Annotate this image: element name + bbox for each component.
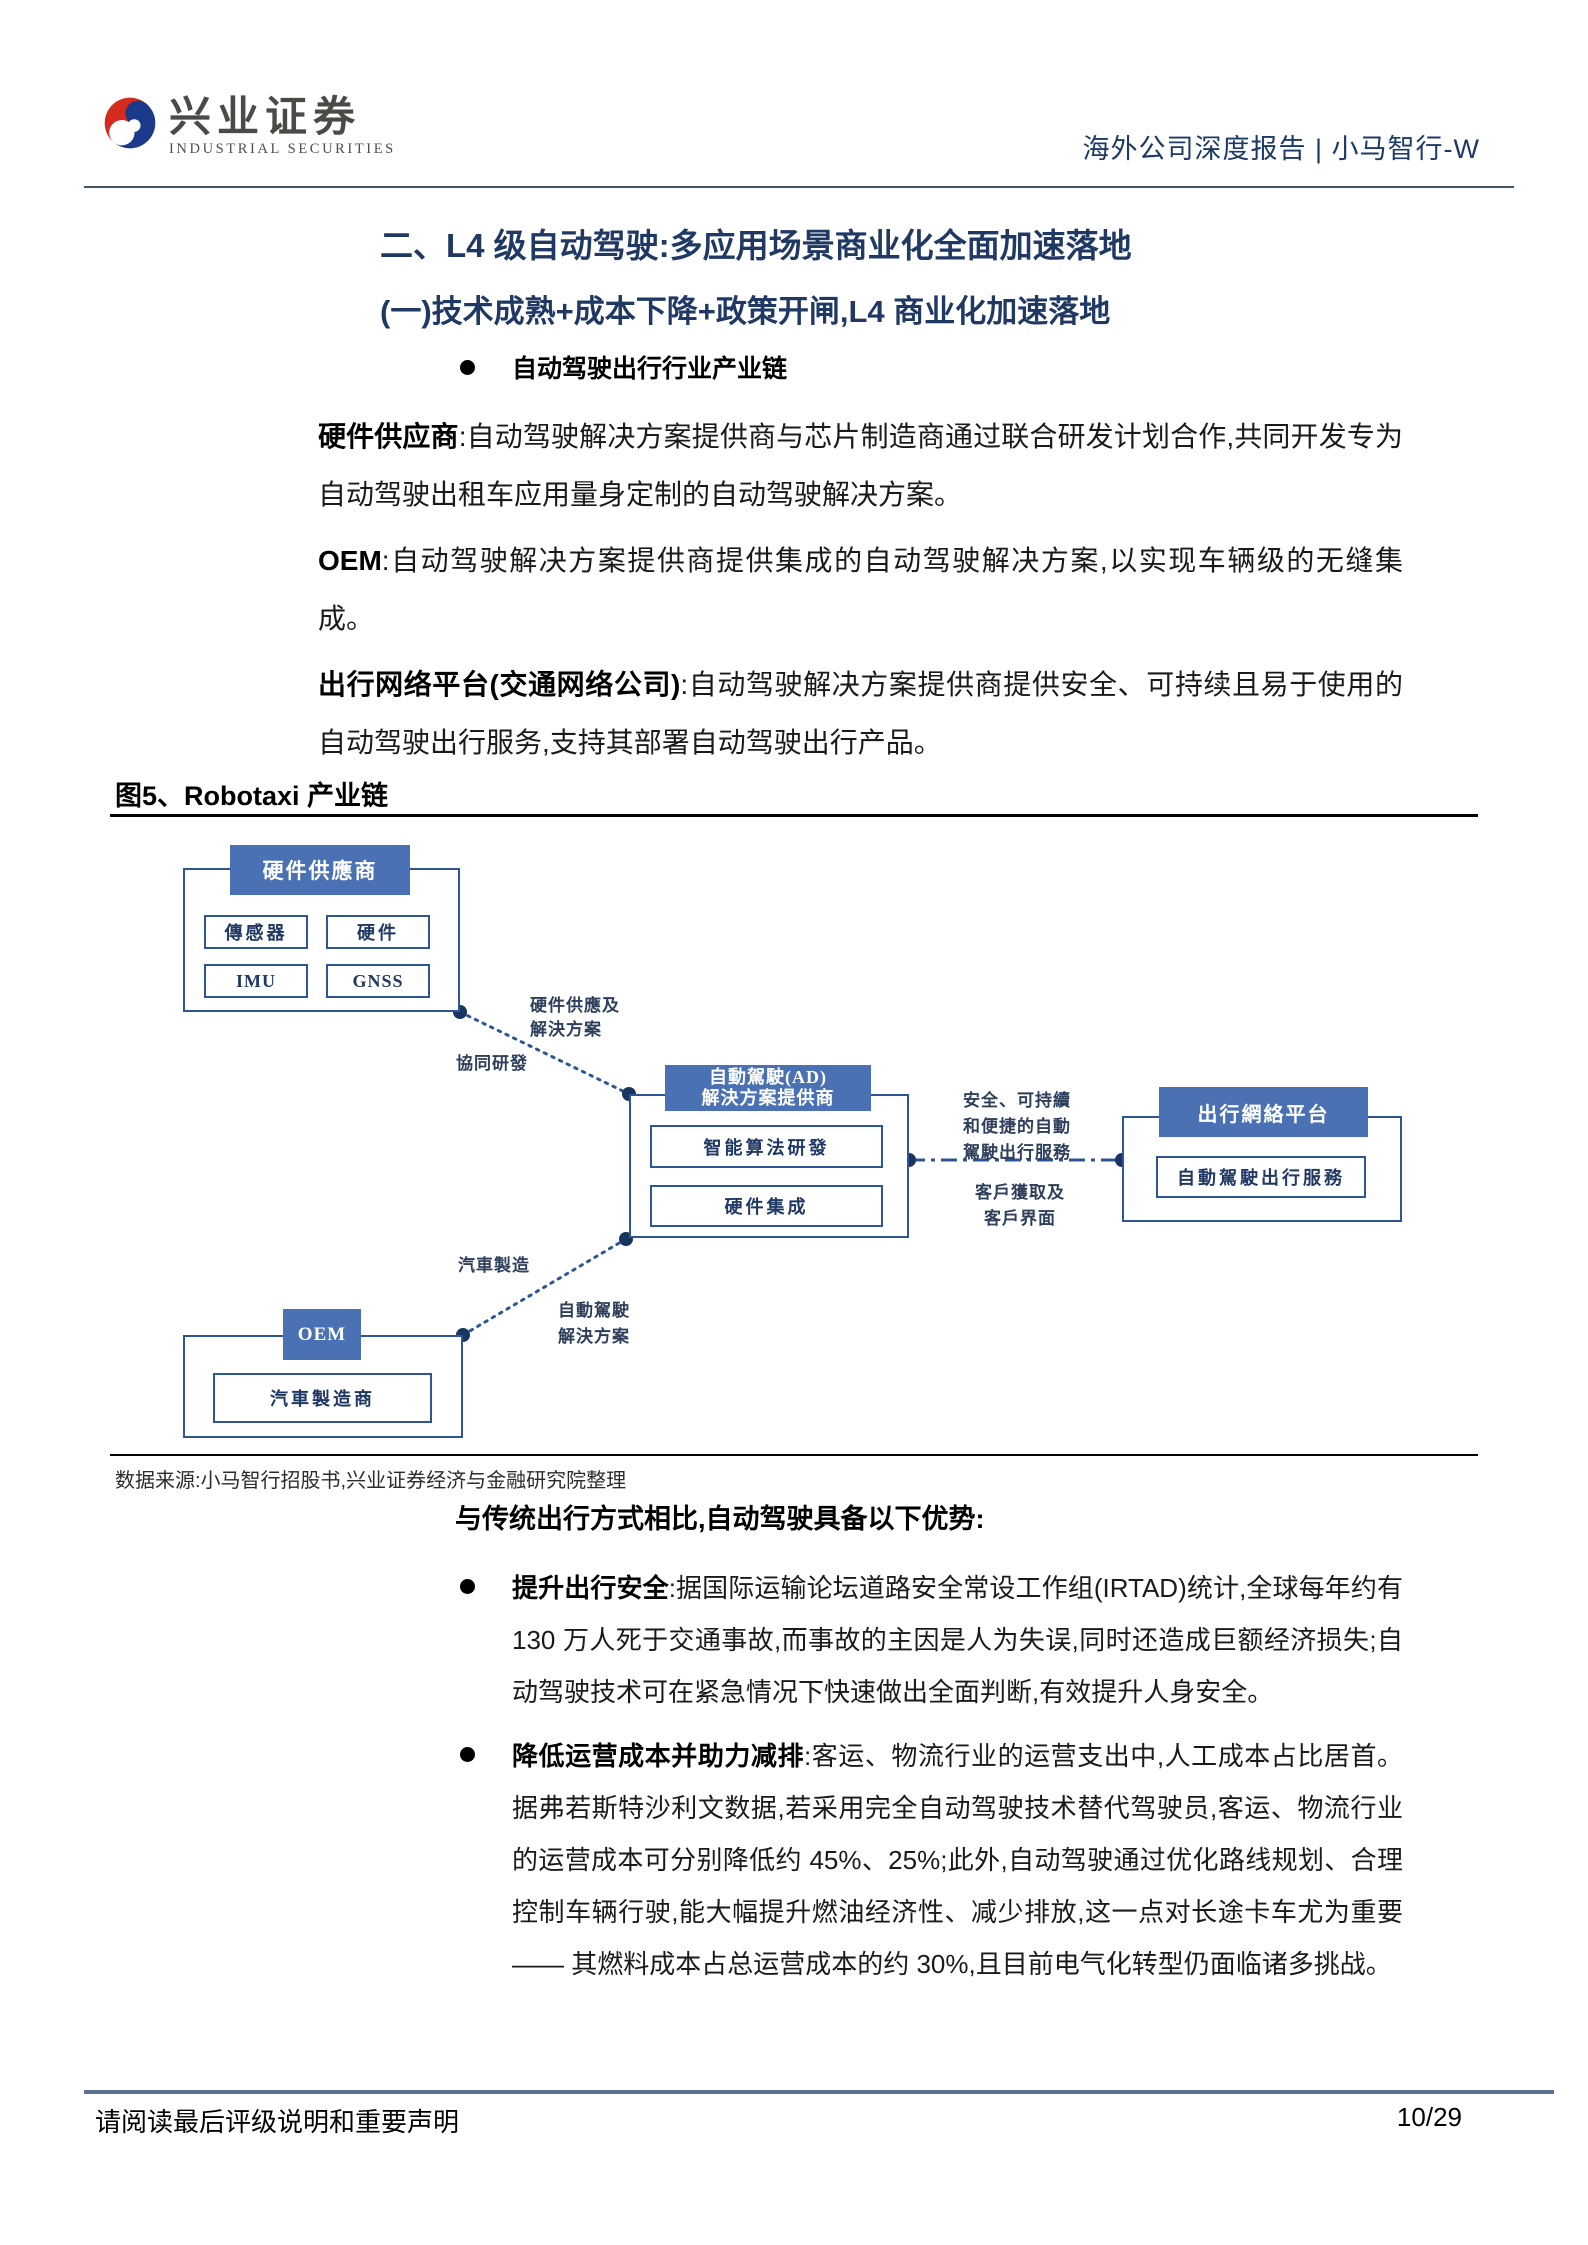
figure-source: 数据来源:小马智行招股书,兴业证券经济与金融研究院整理 bbox=[115, 1470, 627, 1492]
paragraph-hardware-supplier: 硬件供应商:自动驾驶解决方案提供商与芯片制造商通过联合研发计划合作,共同开发专为… bbox=[318, 421, 1403, 510]
edge-label-service: 安全、可持續 和便捷的自動 駕駛出行服務 bbox=[963, 1091, 1071, 1162]
bullet-dot-icon bbox=[460, 1747, 475, 1762]
advantages-list: 提升出行安全:据国际运输论坛道路安全常设工作组(IRTAD)统计,全球每年约有 … bbox=[318, 1562, 1403, 2002]
ad-provider-header: 自動駕駛(AD) 解決方案提供商 bbox=[665, 1065, 871, 1111]
oem-header: OEM bbox=[283, 1309, 361, 1360]
node-algorithm-rd: 智能算法研發 bbox=[650, 1125, 883, 1168]
bullet-dot-icon bbox=[460, 1579, 475, 1594]
advantage-safety: 提升出行安全:据国际运输论坛道路安全常设工作组(IRTAD)统计,全球每年约有 … bbox=[318, 1562, 1403, 1718]
header-divider bbox=[84, 186, 1514, 188]
report-type-label: 海外公司深度报告 | 小马智行-W bbox=[1082, 134, 1480, 164]
paragraph-mobility-platform: 出行网络平台(交通网络公司):自动驾驶解决方案提供商提供安全、可持续且易于使用的… bbox=[318, 669, 1403, 758]
figure-bottom-rule bbox=[110, 1454, 1478, 1456]
brand-logo: 兴业证券 INDUSTRIAL SECURITIES bbox=[103, 96, 396, 158]
robotaxi-industry-chain-diagram: 硬件供應商 傳感器 硬件 IMU GNSS 自動駕駛(AD) 解決方案提供商 智… bbox=[110, 830, 1480, 1450]
mobility-platform-header: 出行網絡平台 bbox=[1159, 1087, 1368, 1137]
hardware-supplier-header: 硬件供應商 bbox=[230, 845, 410, 895]
edge-label-hw-supply: 硬件供應及 解決方案 bbox=[530, 996, 620, 1039]
footer-divider bbox=[84, 2090, 1554, 2094]
node-sensor: 傳感器 bbox=[204, 915, 308, 949]
node-ad-mobility-service: 自動駕駛出行服務 bbox=[1156, 1156, 1366, 1198]
edge-label-car-mfg: 汽車製造 bbox=[458, 1256, 530, 1275]
bullet-heading: 自动驾驶出行行业产业链 bbox=[460, 349, 787, 385]
node-hardware-integration: 硬件集成 bbox=[650, 1185, 883, 1227]
figure-caption: 图5、Robotaxi 产业链 bbox=[115, 781, 389, 811]
brand-text: 兴业证券 INDUSTRIAL SECURITIES bbox=[169, 96, 396, 158]
subsection-title: (一)技术成熟+成本下降+政策开闸,L4 商业化加速落地 bbox=[380, 294, 1111, 329]
paragraph-oem: OEM:自动驾驶解决方案提供商提供集成的自动驾驶解决方案,以实现车辆级的无缝集成… bbox=[318, 545, 1403, 634]
brand-name-en: INDUSTRIAL SECURITIES bbox=[169, 141, 396, 157]
node-hardware: 硬件 bbox=[326, 915, 430, 949]
node-car-manufacturer: 汽車製造商 bbox=[213, 1373, 432, 1423]
edge-label-ad-solution: 自動駕駛 解決方案 bbox=[558, 1301, 630, 1346]
brand-name-cn: 兴业证券 bbox=[169, 95, 362, 141]
bullet-dot-icon bbox=[460, 359, 475, 375]
edge-label-customer: 客戶獲取及 客戶界面 bbox=[975, 1183, 1065, 1228]
node-imu: IMU bbox=[204, 964, 308, 998]
footer-disclaimer: 请阅读最后评级说明和重要声明 bbox=[95, 2107, 460, 2137]
figure-top-rule bbox=[110, 814, 1478, 817]
advantage-cost: 降低运营成本并助力减排:客运、物流行业的运营支出中,人工成本占比居首。据弗若斯特… bbox=[318, 1730, 1403, 1990]
edge-label-co-rd: 協同研發 bbox=[456, 1054, 528, 1073]
section-title: 二、L4 级自动驾驶:多应用场景商业化全面加速落地 bbox=[380, 227, 1132, 264]
node-gnss: GNSS bbox=[326, 964, 430, 998]
brand-swirl-icon bbox=[104, 97, 156, 149]
body-paragraphs: 硬件供应商:自动驾驶解决方案提供商与芯片制造商通过联合研发计划合作,共同开发专为… bbox=[318, 408, 1403, 780]
footer-page-number: 10/29 bbox=[1396, 2102, 1462, 2132]
advantages-intro: 与传统出行方式相比,自动驾驶具备以下优势: bbox=[455, 1504, 985, 1534]
